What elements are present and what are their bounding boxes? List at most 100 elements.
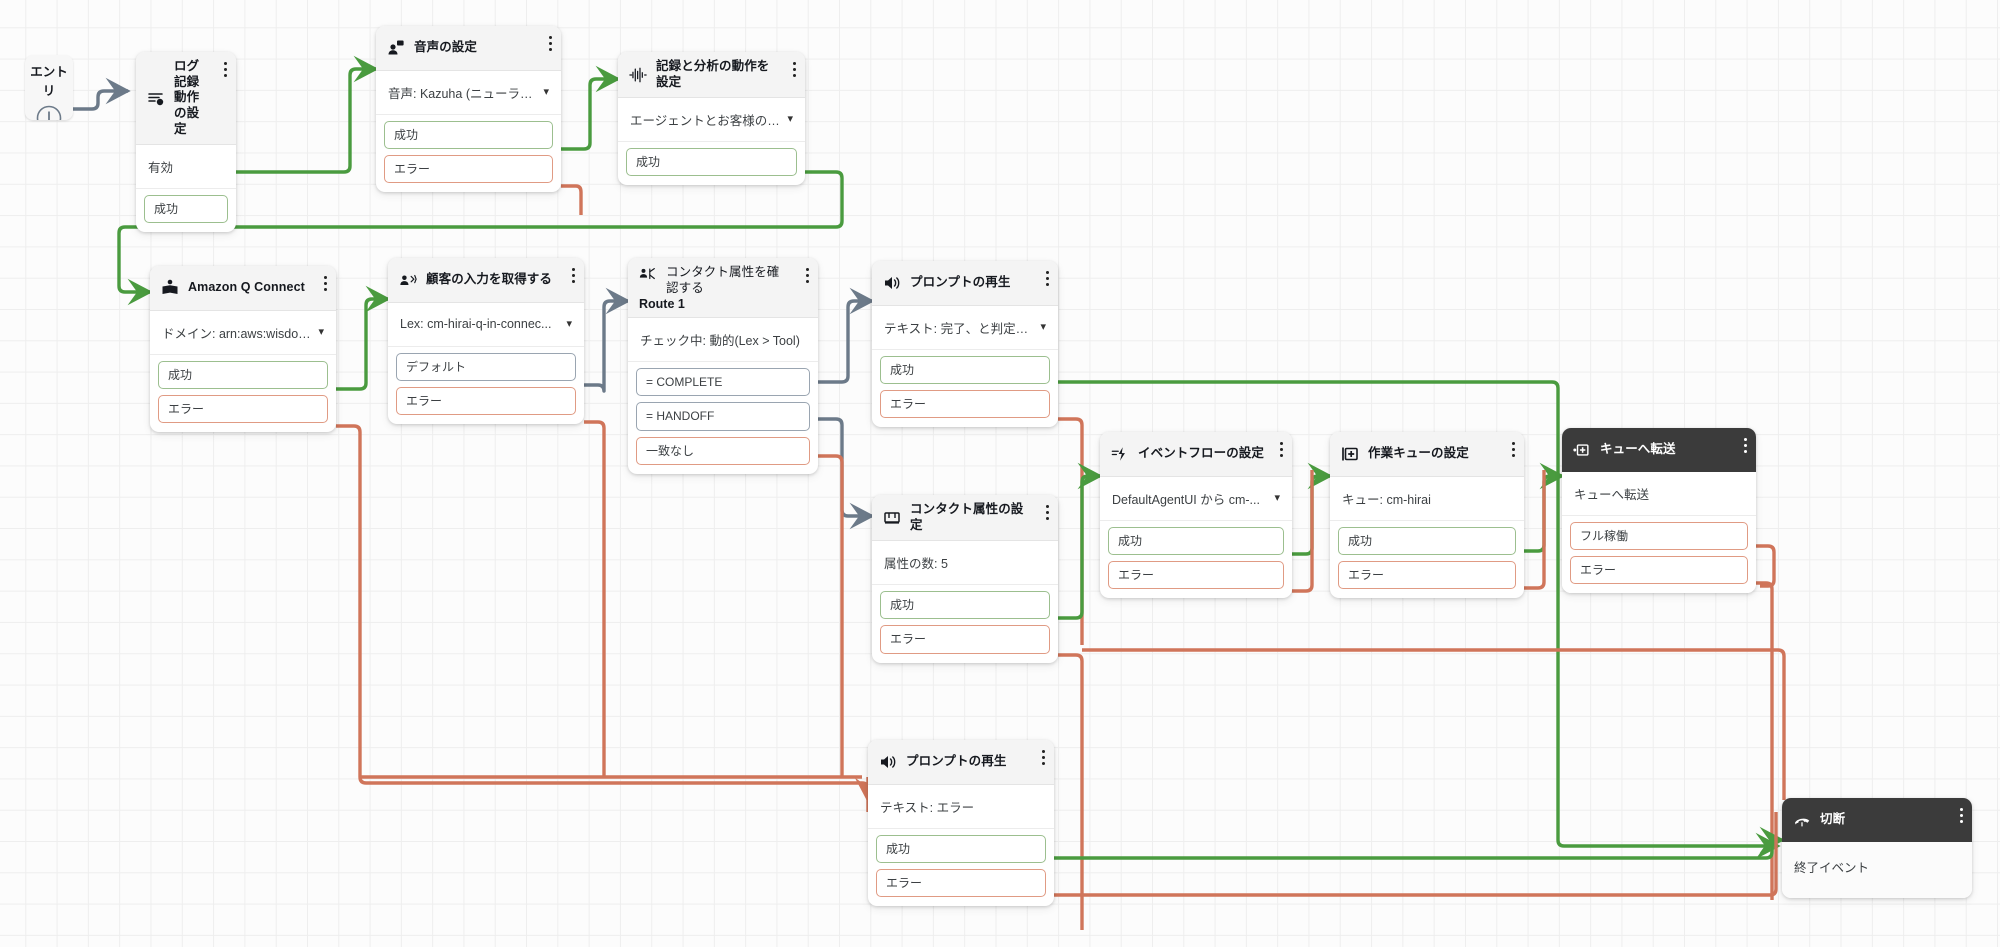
node-menu-button[interactable]	[324, 276, 327, 291]
port-error[interactable]: エラー	[876, 869, 1046, 898]
node-summary[interactable]: Lex: cm-hirai-q-in-connec... ▾	[388, 303, 584, 347]
port-success[interactable]: 成功	[626, 148, 797, 177]
disconnect-phone-icon	[1793, 811, 1811, 829]
port-error[interactable]: エラー	[396, 387, 576, 416]
node-ports: 成功 エラー	[872, 585, 1058, 662]
node-summary-text: 属性の数: 5	[884, 556, 948, 571]
node-summary[interactable]: テキスト: 完了、と判定さ... ▾	[872, 306, 1058, 350]
port-error[interactable]: エラー	[158, 395, 328, 424]
speaker-icon	[879, 753, 897, 771]
node-menu-button[interactable]	[1046, 505, 1049, 520]
node-summary[interactable]: 終了イベント	[1782, 842, 1972, 898]
port-success[interactable]: 成功	[876, 835, 1046, 864]
node-set-event-flow[interactable]: イベントフローの設定 DefaultAgentUI から cm-... ▾ 成功…	[1100, 432, 1292, 599]
node-header[interactable]: キューへ転送	[1562, 428, 1756, 472]
node-summary[interactable]: 属性の数: 5	[872, 541, 1058, 586]
port-success[interactable]: 成功	[384, 121, 553, 150]
node-logging[interactable]: ログ記録動作の設定 有効 成功	[136, 52, 236, 233]
node-set-contact-attributes[interactable]: コンタクト属性の設定 属性の数: 5 成功 エラー	[872, 495, 1058, 663]
node-summary[interactable]: 音声: Kazuha (ニューラル:... ▾	[376, 71, 561, 115]
node-amazon-q-connect[interactable]: Amazon Q Connect ドメイン: arn:aws:wisdom...…	[150, 266, 336, 433]
node-ports: 成功 エラー	[1100, 521, 1292, 598]
port-complete[interactable]: = COMPLETE	[636, 368, 810, 397]
node-menu-button[interactable]	[1042, 750, 1045, 765]
chevron-down-icon[interactable]: ▾	[566, 317, 572, 330]
port-success[interactable]: 成功	[144, 195, 228, 224]
node-header[interactable]: Amazon Q Connect	[150, 266, 336, 311]
node-menu-button[interactable]	[224, 62, 227, 77]
node-title: コンタクト属性の設定	[910, 502, 1024, 532]
chevron-down-icon[interactable]: ▾	[787, 112, 793, 125]
node-menu-button[interactable]	[1046, 271, 1049, 286]
node-menu-button[interactable]	[1960, 808, 1963, 823]
node-header[interactable]: コンタクト属性を確認する Route 1	[628, 258, 818, 319]
chevron-down-icon[interactable]: ▾	[1040, 320, 1046, 333]
node-check-contact-attributes[interactable]: コンタクト属性を確認する Route 1 チェック中: 動的(Lex > Too…	[628, 258, 818, 474]
node-get-customer-input[interactable]: 顧客の入力を取得する Lex: cm-hirai-q-in-connec... …	[388, 258, 584, 425]
chevron-down-icon[interactable]: ▾	[1274, 491, 1280, 504]
node-summary[interactable]: チェック中: 動的(Lex > Tool)	[628, 318, 818, 363]
flow-entry-icon	[25, 103, 73, 120]
node-set-working-queue[interactable]: 作業キューの設定 キュー: cm-hirai 成功 エラー	[1330, 432, 1524, 599]
node-ports: 成功 エラー	[868, 829, 1054, 906]
node-header[interactable]: イベントフローの設定	[1100, 432, 1292, 477]
node-menu-button[interactable]	[793, 62, 796, 77]
port-error[interactable]: エラー	[1338, 561, 1516, 590]
node-menu-button[interactable]	[1744, 438, 1747, 453]
node-summary-text: エージェントとお客様の音...	[630, 113, 782, 128]
port-success[interactable]: 成功	[880, 356, 1050, 385]
chevron-down-icon[interactable]: ▾	[318, 325, 324, 338]
node-menu-button[interactable]	[549, 36, 552, 51]
node-recording[interactable]: 記録と分析の動作を設定 エージェントとお客様の音... ▾ 成功	[618, 52, 805, 186]
node-transfer-to-queue[interactable]: キューへ転送 キューへ転送 フル稼働 エラー	[1562, 428, 1756, 594]
port-error[interactable]: エラー	[880, 390, 1050, 419]
node-ports: デフォルト エラー	[388, 347, 584, 424]
port-success[interactable]: 成功	[1108, 527, 1284, 556]
port-error[interactable]: エラー	[384, 155, 553, 184]
port-success[interactable]: 成功	[158, 361, 328, 390]
node-header[interactable]: 音声の設定	[376, 26, 561, 71]
port-default[interactable]: デフォルト	[396, 353, 576, 382]
node-menu-button[interactable]	[1280, 442, 1283, 457]
node-header[interactable]: プロンプトの再生	[872, 261, 1058, 306]
node-menu-button[interactable]	[572, 268, 575, 283]
node-voice[interactable]: 音声の設定 音声: Kazuha (ニューラル:... ▾ 成功 エラー	[376, 26, 561, 193]
node-header[interactable]: 作業キューの設定	[1330, 432, 1524, 477]
node-summary[interactable]: 有効	[136, 145, 236, 190]
node-subtitle: Route 1	[639, 297, 685, 312]
node-summary[interactable]: DefaultAgentUI から cm-... ▾	[1100, 477, 1292, 521]
node-header[interactable]: 顧客の入力を取得する	[388, 258, 584, 303]
node-summary[interactable]: キュー: cm-hirai	[1330, 477, 1524, 521]
node-summary[interactable]: キューへ転送	[1562, 472, 1756, 516]
node-play-prompt-error[interactable]: プロンプトの再生 テキスト: エラー 成功 エラー	[868, 740, 1054, 907]
node-header[interactable]: 切断	[1782, 798, 1972, 842]
port-no-match[interactable]: 一致なし	[636, 436, 810, 465]
port-at-capacity[interactable]: フル稼働	[1570, 522, 1748, 551]
check-contact-attributes-icon	[639, 265, 657, 283]
port-success[interactable]: 成功	[1338, 527, 1516, 556]
entry-label: エントリ	[30, 65, 68, 98]
node-menu-button[interactable]	[806, 268, 809, 283]
port-success[interactable]: 成功	[880, 591, 1050, 620]
port-handoff[interactable]: = HANDOFF	[636, 402, 810, 431]
node-summary[interactable]: エージェントとお客様の音... ▾	[618, 98, 805, 143]
entry-node[interactable]: エントリ	[25, 55, 73, 120]
port-error[interactable]: エラー	[880, 625, 1050, 654]
port-error[interactable]: エラー	[1570, 556, 1748, 585]
node-play-prompt-complete[interactable]: プロンプトの再生 テキスト: 完了、と判定さ... ▾ 成功 エラー	[872, 261, 1058, 428]
node-summary-text: 音声: Kazuha (ニューラル:...	[388, 86, 538, 101]
node-disconnect[interactable]: 切断 終了イベント	[1782, 798, 1972, 898]
set-contact-attributes-icon	[883, 509, 901, 527]
node-header[interactable]: 記録と分析の動作を設定	[618, 52, 805, 99]
node-header[interactable]: ログ記録動作の設定	[136, 52, 236, 146]
chevron-down-icon[interactable]: ▾	[543, 85, 549, 98]
node-header[interactable]: コンタクト属性の設定	[872, 495, 1058, 542]
node-summary[interactable]: ドメイン: arn:aws:wisdom... ▾	[150, 311, 336, 355]
node-summary-text: ドメイン: arn:aws:wisdom...	[162, 326, 313, 341]
node-summary[interactable]: テキスト: エラー	[868, 785, 1054, 829]
node-header[interactable]: プロンプトの再生	[868, 740, 1054, 785]
port-error[interactable]: エラー	[1108, 561, 1284, 590]
node-menu-button[interactable]	[1512, 442, 1515, 457]
node-title: 音声の設定	[414, 40, 478, 55]
